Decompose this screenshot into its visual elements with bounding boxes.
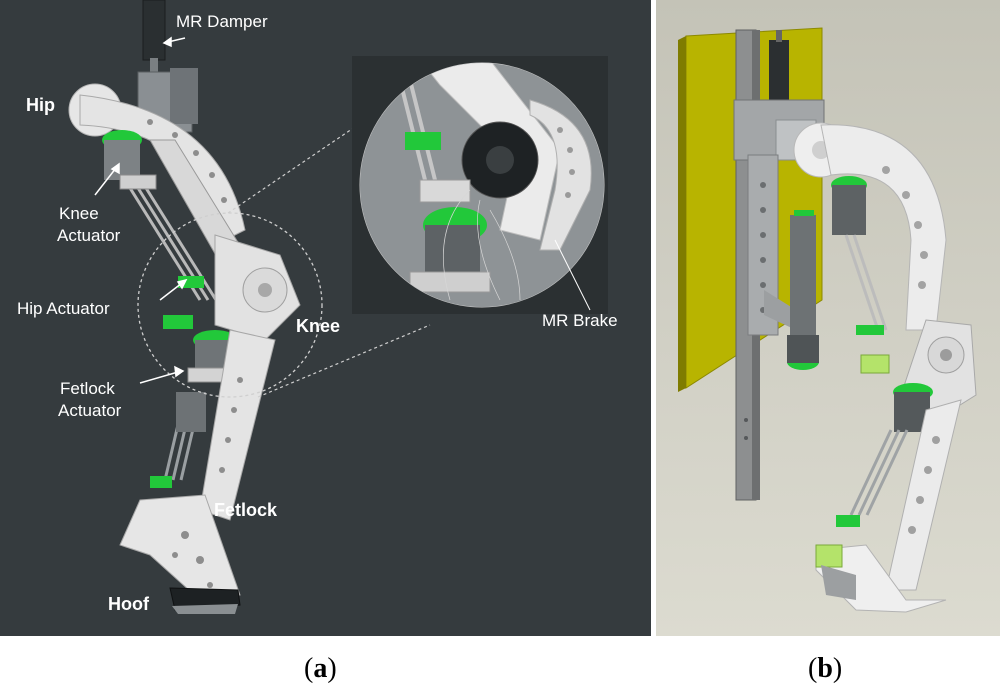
hip-actuator-label: Hip Actuator	[17, 299, 110, 318]
panel-a: MR Damper Hip Knee Actuator Hip Actuator…	[0, 0, 651, 636]
hoof-label: Hoof	[108, 594, 149, 614]
fetlock-label: Fetlock	[214, 500, 278, 520]
fetlock-ring	[150, 476, 172, 488]
fetlock-actuator-label-line2: Actuator	[58, 401, 122, 420]
mr-brake-pointer	[554, 239, 591, 311]
damper-cylinder	[142, 0, 166, 61]
leg-drawing-a	[68, 0, 608, 614]
caption-a-open: (	[304, 653, 314, 684]
knee-actuator-body	[104, 140, 140, 180]
damper-rod	[150, 58, 158, 80]
thigh-b	[820, 124, 947, 331]
hanging-actuator	[790, 215, 816, 335]
hip-actuator-ring	[178, 276, 204, 288]
caption-a-letter: a	[313, 653, 328, 684]
hip-actuator-ring-2	[163, 315, 193, 329]
caption-a-close: )	[327, 653, 337, 684]
hoof-sole	[172, 604, 238, 614]
panel-b	[656, 0, 1000, 636]
caption-b-close: )	[832, 653, 843, 684]
knee-actuator-clamp	[119, 174, 157, 190]
shank-b	[885, 399, 962, 591]
knee-highlight-circle	[137, 212, 323, 398]
damper-mount-side	[170, 68, 198, 124]
shank-plate	[199, 329, 276, 521]
fetlock-actuator-label-line1: Fetlock	[60, 379, 115, 398]
damper-b	[769, 40, 789, 110]
caption-b: (b)	[808, 653, 842, 685]
hip-label: Hip	[26, 95, 55, 115]
mr-brake-label: MR Brake	[542, 311, 618, 330]
knee-actuator-label-line1: Knee	[59, 204, 99, 223]
leg-drawing-b	[678, 27, 977, 613]
caption-a: (a)	[304, 653, 337, 685]
shank-actuator-body	[176, 392, 206, 432]
caption-b-open: (	[808, 653, 818, 684]
caption-b-letter: b	[817, 653, 833, 684]
mr-damper-label: MR Damper	[176, 12, 268, 31]
knee-actuator-label-line2: Actuator	[57, 226, 121, 245]
knee-label: Knee	[296, 316, 341, 336]
